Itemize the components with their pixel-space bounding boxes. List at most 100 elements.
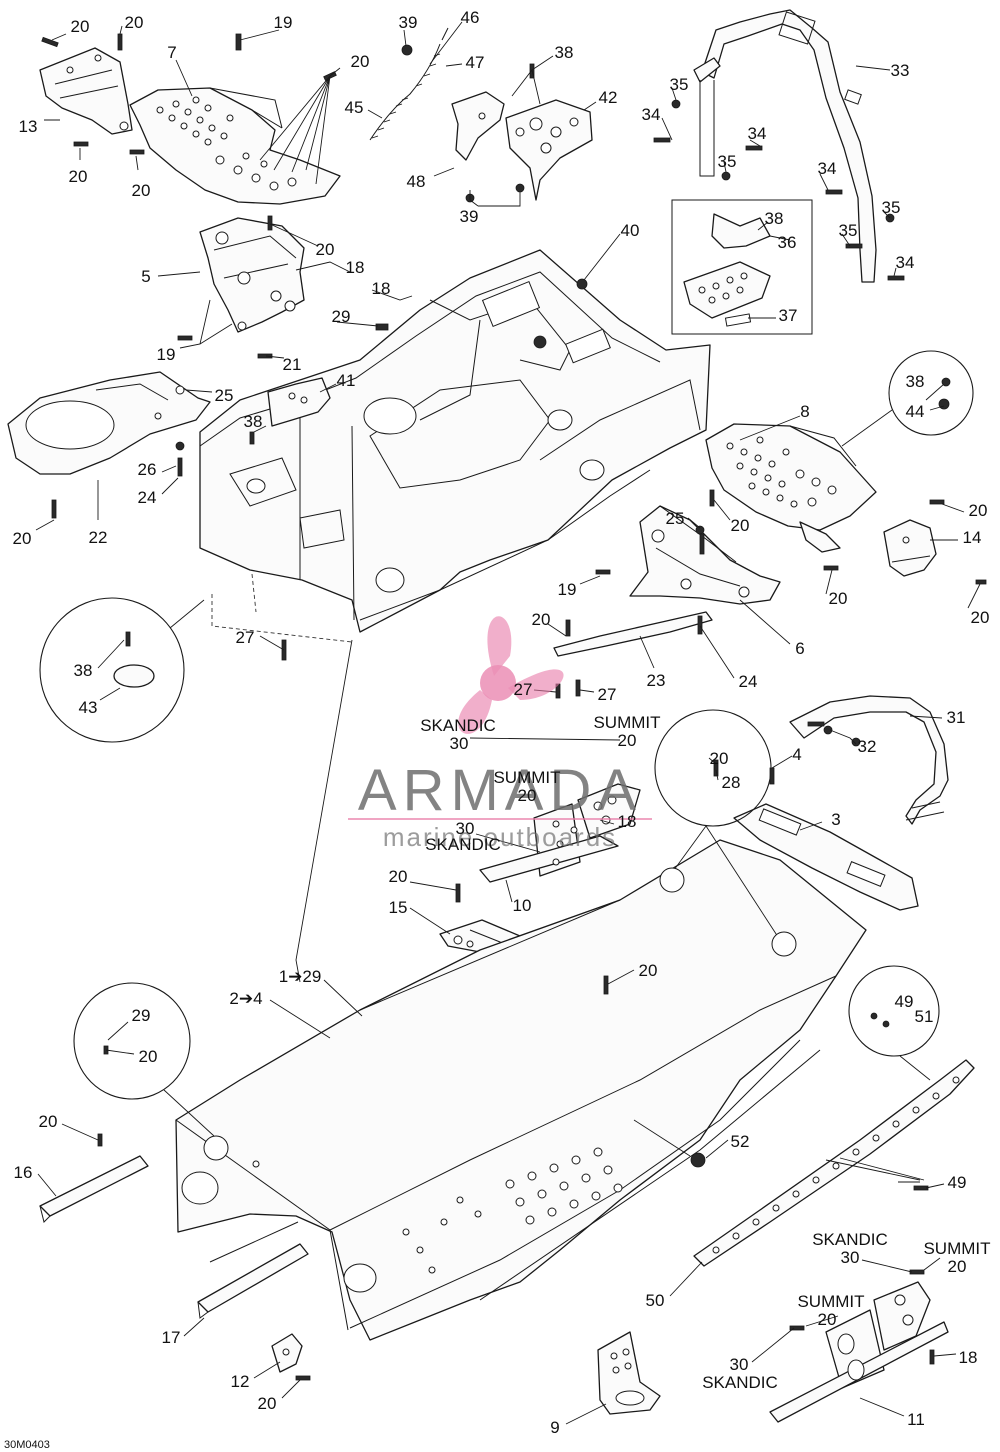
part-label: 27 [236,628,255,647]
part-label: 20 [969,501,988,520]
part-label: 21 [283,355,302,374]
part-label: 6 [795,639,804,658]
part-label: 38 [555,43,574,62]
part-label: 12 [231,1372,250,1391]
part-label: 20 [829,589,848,608]
part-label: 38 [74,661,93,680]
part-label: 49 [948,1173,967,1192]
watermark-brand: ARMADA [358,758,642,823]
part-label: 34 [896,253,915,272]
part-23-strap [553,611,713,657]
part-14-bracket [883,519,937,577]
watermark-underline [348,818,652,820]
part-label: 29 [332,307,351,326]
part-label: 30 [841,1248,860,1267]
part-label: 34 [748,124,767,143]
part-label: 44 [906,402,925,421]
part-label: 20 [125,13,144,32]
part-label: 48 [407,172,426,191]
part-label: 24 [739,672,758,691]
part-label: 43 [79,698,98,717]
part-label: 39 [460,207,479,226]
part-label: SKANDIC [812,1230,888,1249]
part-label: 10 [513,896,532,915]
part-label: 20 [139,1047,158,1066]
part-label: 20 [948,1257,967,1276]
part-label: 26 [138,460,157,479]
main-frame-assembly [199,249,711,643]
part-label: 4 [792,745,801,764]
part-label: 31 [947,708,966,727]
part-label: 20 [389,867,408,886]
part-label: 18 [346,258,365,277]
part-label: 38 [244,412,263,431]
part-label: 32 [858,737,877,756]
part-label: 27 [598,685,617,704]
part-label: 18 [372,279,391,298]
part-label: 20 [258,1394,277,1413]
part-label: 49 [895,992,914,1011]
part-label: 20 [69,167,88,186]
line-art [7,9,987,1425]
part-label: 34 [818,159,837,178]
part-label: 47 [466,53,485,72]
part-label: 9 [550,1418,559,1437]
part-33-hoop-bar [693,9,877,283]
part-label: 20 [532,610,551,629]
part-label: 20 [639,961,658,980]
part-label: 35 [839,221,858,240]
part-11-bracket [769,1281,949,1423]
part-label: 20 [971,608,990,627]
part-45-46-spring [369,27,449,141]
part-label: 7 [167,43,176,62]
part-label: 3 [831,810,840,829]
part-3-plate [733,803,919,911]
part-label: 51 [915,1007,934,1026]
part-label: 22 [89,528,108,547]
document-id: 30M0403 [4,1439,50,1451]
part-label: 20 [618,731,637,750]
part-label: 20 [351,52,370,71]
part-label: 20 [710,749,729,768]
part-label: 38 [906,372,925,391]
part-label: 14 [963,528,982,547]
part-5-bracket [199,217,305,333]
part-label: 11 [907,1410,925,1429]
part-label: SUMMIT [593,713,660,732]
part-label: 20 [132,181,151,200]
part-label: 16 [14,1163,33,1182]
part-label: 37 [779,306,798,325]
part-48-bracket [451,91,505,161]
part-label: 30 [450,734,469,753]
part-50-slide-rail [693,1059,975,1267]
part-label: SUMMIT [923,1239,990,1258]
part-label: 20 [71,17,90,36]
part-12-plate [271,1333,303,1373]
propeller-logo [458,616,564,734]
part-10-bracket [479,783,641,883]
part-9-bracket [597,1331,661,1415]
part-label: 18 [959,1348,978,1367]
part-label: 5 [141,267,150,286]
part-label: 28 [722,773,741,792]
part-label: 19 [274,13,293,32]
part-label: 20 [39,1112,58,1131]
part-label: 50 [646,1291,665,1310]
part-label: 25 [215,386,234,405]
part-6-bracket [629,505,781,605]
part-label: 35 [882,198,901,217]
part-label: SKANDIC [425,835,501,854]
part-7-perforated-plate [129,87,341,205]
part-label: 35 [670,75,689,94]
part-label: 24 [138,488,157,507]
detail-callouts [39,350,974,1161]
part-label: 20 [518,786,537,805]
part-label: 42 [599,88,618,107]
part-17-rail [197,1221,309,1319]
part-label: 13 [19,117,38,136]
part-label: 39 [399,13,418,32]
part-41-bracket [267,377,331,427]
part-label: 8 [800,402,809,421]
part-label: 18 [618,812,637,831]
rail-tunnel-assembly [175,839,867,1341]
